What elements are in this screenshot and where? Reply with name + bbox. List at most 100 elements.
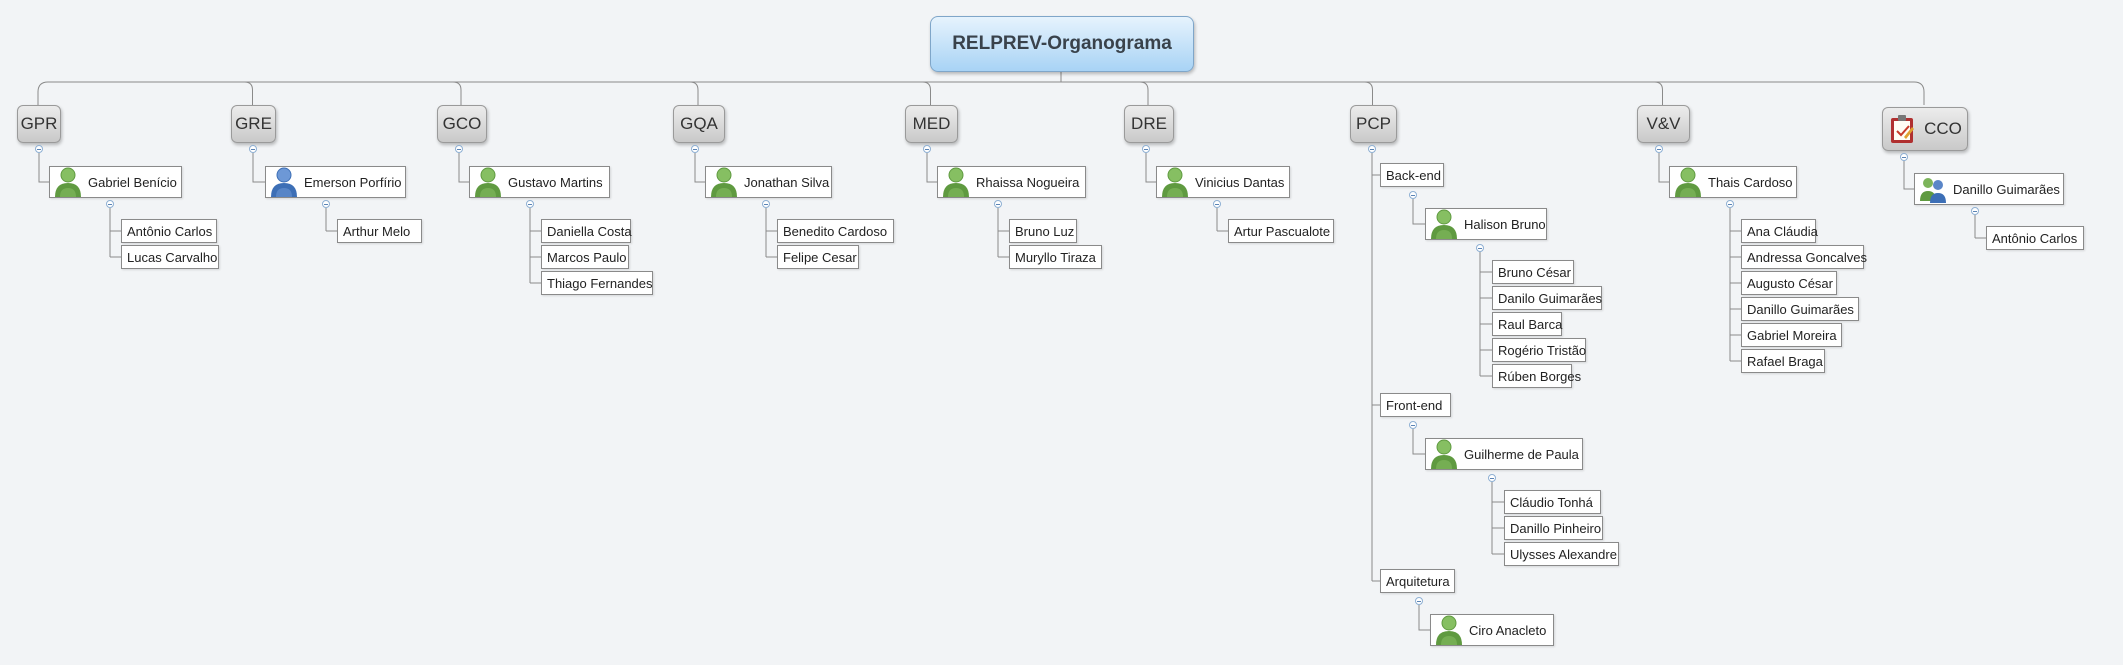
branch-bus-line [37, 81, 1925, 105]
person-node[interactable]: Jonathan Silva [705, 166, 832, 198]
member-node[interactable]: Andressa Goncalves [1741, 245, 1867, 269]
collapse-toggle-icon[interactable] [691, 145, 699, 153]
connector-line [926, 153, 937, 183]
member-node[interactable]: Marcos Paulo [541, 245, 629, 269]
collapse-toggle-icon[interactable] [1415, 597, 1423, 605]
subgroup-node[interactable]: Front-end [1380, 393, 1451, 417]
connector-line [1658, 153, 1669, 183]
person-node[interactable]: Guilherme de Paula [1425, 438, 1583, 470]
collapse-toggle-icon[interactable] [1476, 244, 1484, 252]
member-node[interactable]: Bruno César [1492, 260, 1574, 284]
member-node[interactable]: Danilo Guimarães [1492, 286, 1602, 310]
person-node[interactable]: Emerson Porfírio [265, 166, 406, 198]
collapse-toggle-icon[interactable] [994, 200, 1002, 208]
clipboard-icon [1891, 115, 1915, 143]
person-name: Jonathan Silva [744, 174, 830, 190]
member-node[interactable]: Daniella Costa [541, 219, 632, 243]
collapse-toggle-icon[interactable] [526, 200, 534, 208]
subgroup-node[interactable]: Arquitetura [1380, 569, 1455, 593]
collapse-toggle-icon[interactable] [923, 145, 931, 153]
member-node[interactable]: Rúben Borges [1492, 364, 1581, 388]
department-gqa[interactable]: GQA [673, 105, 725, 143]
collapse-toggle-icon[interactable] [762, 200, 770, 208]
person-name: Guilherme de Paula [1464, 446, 1579, 462]
person-name: Emerson Porfírio [304, 174, 402, 190]
subgroup-node[interactable]: Back-end [1380, 163, 1444, 187]
member-node[interactable]: Muryllo Tiraza [1009, 245, 1102, 269]
person-name: Thais Cardoso [1708, 174, 1793, 190]
department-gpr[interactable]: GPR [17, 105, 61, 143]
connector-line [458, 153, 469, 183]
department-label: GCO [442, 114, 482, 133]
connector-line [1903, 161, 1914, 190]
collapse-toggle-icon[interactable] [1368, 145, 1376, 153]
member-node[interactable]: Danillo Pinheiro [1504, 516, 1603, 540]
department-label: DRE [1131, 114, 1167, 133]
branch-line [922, 81, 931, 105]
member-node[interactable]: Antônio Carlos [121, 219, 217, 243]
department-med[interactable]: MED [905, 105, 958, 143]
person-name: Danillo Guimarães [1953, 181, 2060, 197]
department-gre[interactable]: GRE [231, 105, 276, 143]
member-node[interactable]: Gabriel Moreira [1741, 323, 1842, 347]
member-node[interactable]: Antônio Carlos [1986, 226, 2084, 250]
collapse-toggle-icon[interactable] [1655, 145, 1663, 153]
branch-line [1654, 81, 1663, 105]
member-node[interactable]: Bruno Luz [1009, 219, 1077, 243]
department-dre[interactable]: DRE [1124, 105, 1174, 143]
department-label: V&V [1646, 114, 1681, 133]
root-topic[interactable]: RELPREV-Organograma [930, 16, 1194, 72]
person-green-icon [1160, 164, 1190, 197]
collapse-toggle-icon[interactable] [1213, 200, 1221, 208]
collapse-toggle-icon[interactable] [249, 145, 257, 153]
person-node[interactable]: Ciro Anacleto [1430, 614, 1554, 646]
person-green-icon [1429, 436, 1459, 469]
collapse-toggle-icon[interactable] [1488, 474, 1496, 482]
person-blue-icon [269, 164, 299, 197]
person-node[interactable]: Rhaissa Nogueira [937, 166, 1086, 198]
connector-line [1412, 429, 1425, 455]
member-node[interactable]: Raul Barca [1492, 312, 1562, 336]
collapse-toggle-icon[interactable] [1900, 153, 1908, 161]
member-node[interactable]: Artur Pascualote [1228, 219, 1334, 243]
person-green-icon [941, 164, 971, 197]
connector-line [694, 153, 705, 183]
member-node[interactable]: Danillo Guimarães [1741, 297, 1859, 321]
member-node[interactable]: Arthur Melo [337, 219, 422, 243]
member-node[interactable]: Felipe Cesar [777, 245, 859, 269]
collapse-toggle-icon[interactable] [455, 145, 463, 153]
member-node[interactable]: Benedito Cardoso [777, 219, 894, 243]
member-node[interactable]: Ana Cláudia [1741, 219, 1818, 243]
collapse-toggle-icon[interactable] [322, 200, 330, 208]
department-cco[interactable]: CCO [1882, 107, 1968, 151]
department-gco[interactable]: GCO [437, 105, 487, 143]
collapse-toggle-icon[interactable] [1409, 191, 1417, 199]
person-node[interactable]: Vinicius Dantas [1156, 166, 1290, 198]
collapse-toggle-icon[interactable] [1971, 207, 1979, 215]
branch-line [452, 81, 462, 105]
collapse-toggle-icon[interactable] [35, 145, 43, 153]
member-node[interactable]: Rogério Tristão [1492, 338, 1586, 362]
department-pcp[interactable]: PCP [1350, 105, 1397, 143]
collapse-toggle-icon[interactable] [1726, 200, 1734, 208]
collapse-toggle-icon[interactable] [106, 200, 114, 208]
person-node[interactable]: Gustavo Martins [469, 166, 610, 198]
person-node[interactable]: Danillo Guimarães [1914, 173, 2064, 205]
member-node[interactable]: Cláudio Tonhá [1504, 490, 1601, 514]
person-green-icon [53, 164, 83, 197]
person-node[interactable]: Thais Cardoso [1669, 166, 1797, 198]
person-name: Ciro Anacleto [1469, 622, 1547, 638]
department-vv[interactable]: V&V [1637, 105, 1690, 143]
person-node[interactable]: Gabriel Benício [49, 166, 182, 198]
member-node[interactable]: Lucas Carvalho [121, 245, 219, 269]
member-node[interactable]: Augusto César [1741, 271, 1837, 295]
collapse-toggle-icon[interactable] [1142, 145, 1150, 153]
person-name: Gabriel Benício [88, 174, 177, 190]
department-label: MED [912, 114, 951, 133]
person-node[interactable]: Halison Bruno [1425, 208, 1547, 240]
member-node[interactable]: Ulysses Alexandre [1504, 542, 1619, 566]
member-node[interactable]: Thiago Fernandes [541, 271, 653, 295]
person-name: Gustavo Martins [508, 174, 603, 190]
collapse-toggle-icon[interactable] [1409, 421, 1417, 429]
member-node[interactable]: Rafael Braga [1741, 349, 1825, 373]
